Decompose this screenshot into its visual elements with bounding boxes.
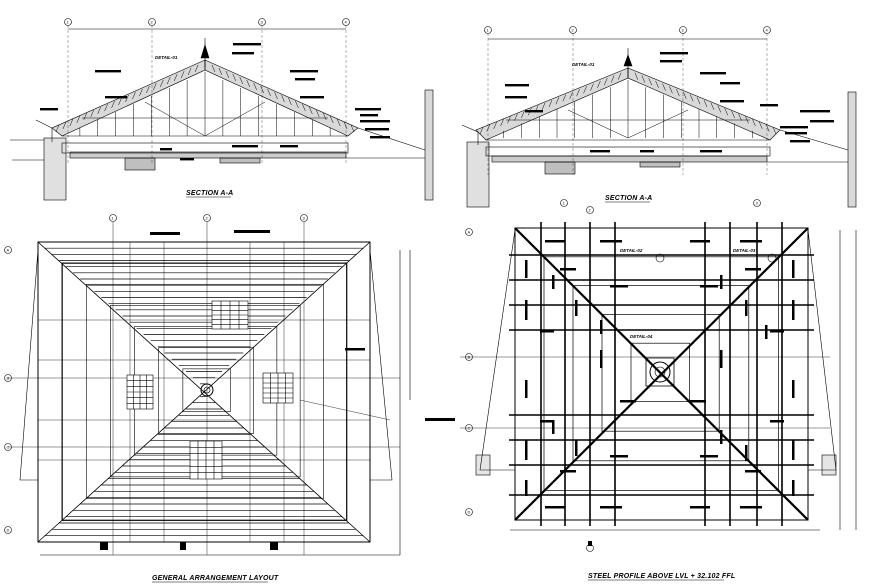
- svg-text:B: B: [7, 376, 10, 381]
- svg-text:2: 2: [151, 20, 154, 25]
- plan-right-detail-label-1: DETAIL-02: [620, 248, 643, 253]
- section-left-detail-label: DETAIL-01: [155, 55, 178, 60]
- svg-text:A: A: [7, 248, 10, 253]
- plan-left-grid-bubbles: [4, 214, 308, 534]
- section-right-title: SECTION A-A: [605, 195, 652, 202]
- plan-right-grid-bubbles: [465, 199, 761, 516]
- svg-text:3: 3: [261, 20, 264, 25]
- svg-text:D: D: [7, 528, 10, 533]
- section-left-labels: DETAIL-01 SECTION A-A 1 2 3 4: [67, 20, 348, 198]
- section-left-title: SECTION A-A: [186, 190, 233, 197]
- svg-text:4: 4: [766, 28, 769, 33]
- svg-text:C: C: [7, 445, 10, 450]
- steel-profile-plan: [460, 199, 857, 552]
- svg-text:C: C: [468, 426, 471, 431]
- svg-text:2: 2: [589, 208, 592, 213]
- svg-text:A: A: [468, 230, 471, 235]
- section-left-slab: [69, 151, 347, 159]
- section-left-grid-bubbles: [64, 18, 350, 165]
- svg-text:B: B: [468, 355, 471, 360]
- section-right-slab: [491, 155, 768, 163]
- svg-text:3: 3: [756, 201, 759, 206]
- section-right-labels: DETAIL-01 SECTION A-A 1 2 3 4: [487, 28, 769, 203]
- plan-left-title: GENERAL ARRANGEMENT LAYOUT: [152, 575, 279, 582]
- svg-text:1: 1: [563, 201, 566, 206]
- svg-text:1: 1: [67, 20, 70, 25]
- svg-text:3: 3: [303, 216, 306, 221]
- plan-right-detail-label-2: DETAIL-03: [733, 248, 756, 253]
- plan-right-labels: STEEL PROFILE ABOVE LVL + 32.102 FFL DET…: [468, 201, 759, 581]
- section-left-roof-right-slope: [204, 59, 359, 137]
- plan-right-title: STEEL PROFILE ABOVE LVL + 32.102 FFL: [588, 573, 735, 580]
- section-right-roof-left-slope: [475, 67, 629, 141]
- svg-text:1: 1: [112, 216, 115, 221]
- plan-left-labels: GENERAL ARRANGEMENT LAYOUT 1 2 3 A B C D: [7, 216, 306, 583]
- section-right-drawing: [461, 26, 857, 208]
- plan-right-detail-label-3: DETAIL-04: [630, 334, 653, 339]
- svg-text:2: 2: [206, 216, 209, 221]
- section-left-drawing: [10, 18, 434, 201]
- svg-text:1: 1: [487, 28, 490, 33]
- svg-text:2: 2: [572, 28, 575, 33]
- section-right-roof-right-slope: [627, 67, 781, 141]
- svg-text:3: 3: [682, 28, 685, 33]
- plan-left-center-finial: [200, 383, 214, 397]
- section-right-detail-label: DETAIL-01: [572, 62, 595, 67]
- general-arrangement-plan: [4, 214, 455, 556]
- svg-text:4: 4: [345, 20, 348, 25]
- section-left-roof-left-slope: [51, 59, 206, 137]
- plan-right-center-finial: [649, 361, 671, 383]
- svg-text:D: D: [468, 510, 471, 515]
